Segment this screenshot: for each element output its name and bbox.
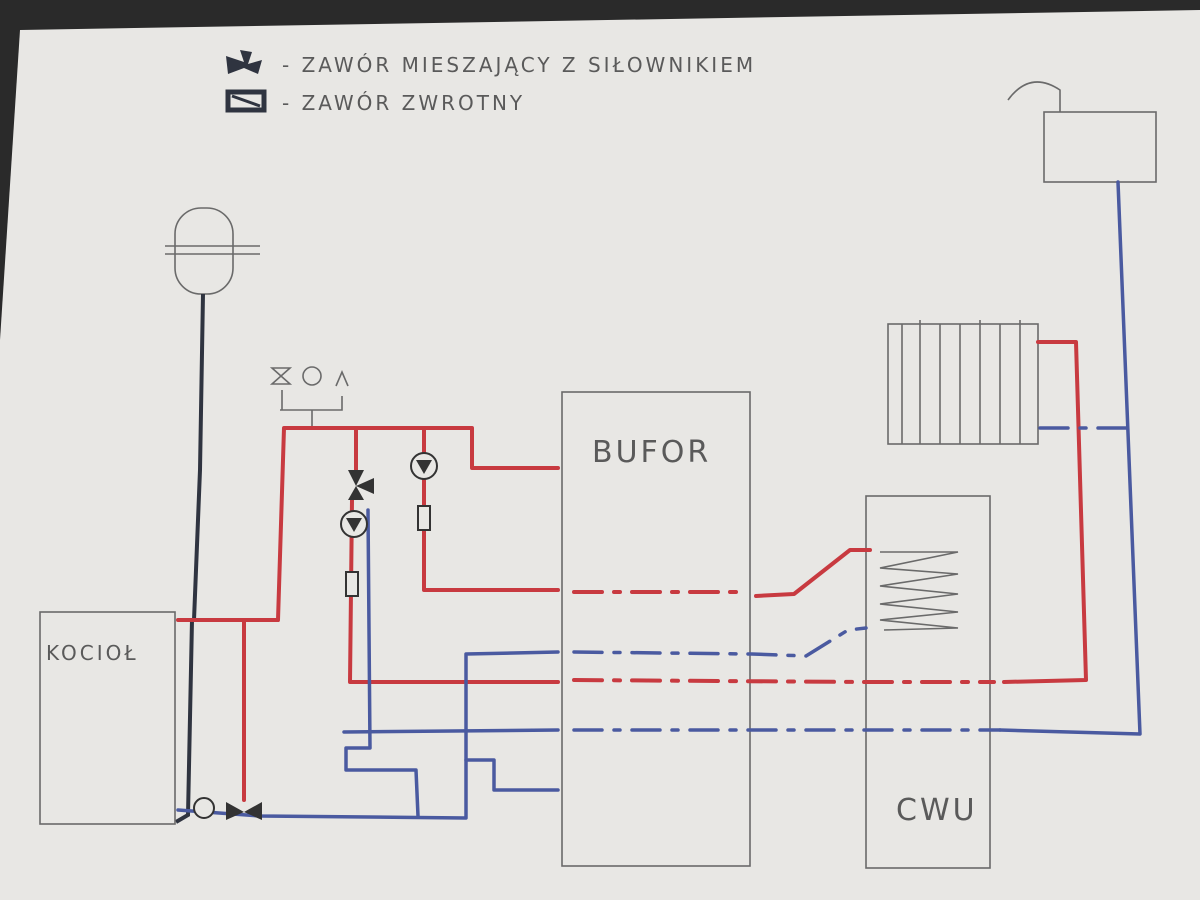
- safety-group: [269, 366, 349, 430]
- dhw-coil: [879, 551, 959, 631]
- pressure-gauge-icon: [302, 366, 322, 386]
- mixing-valve-legend-icon: [226, 50, 262, 74]
- paper-sheet: [0, 10, 1200, 900]
- boiler-mixing-valve-icon: [226, 802, 262, 820]
- legend-mixing-valve-label: - ZAWÓR MIESZAJĄCY Z SIŁOWNIKIEM: [282, 53, 756, 77]
- mixing-valve-icon: [348, 470, 374, 500]
- buffer-label: BUFOR: [592, 435, 711, 470]
- boiler: [39, 611, 176, 825]
- legend: - ZAWÓR MIESZAJĄCY Z SIŁOWNIKIEM - ZAWÓR…: [225, 50, 756, 115]
- fittings: [193, 452, 438, 820]
- open-tank: [1007, 81, 1157, 183]
- radiator: [887, 320, 1039, 445]
- check-valve-legend-icon: [225, 89, 267, 113]
- buffer-tank: [561, 391, 751, 867]
- air-vent-icon: [335, 369, 349, 387]
- expansion-tank: [165, 207, 260, 824]
- boiler-pump-icon: [193, 797, 215, 819]
- safety-valve-icon: [269, 367, 293, 385]
- supply-pipes: [176, 340, 1088, 802]
- dhw-label: CWU: [896, 793, 978, 828]
- boiler-label: KOCIOŁ: [46, 641, 139, 665]
- check-valve-icon: [345, 571, 359, 597]
- legend-check-valve-label: - ZAWÓR ZWROTNY: [282, 91, 525, 115]
- buffer-check-valve-icon: [417, 505, 431, 531]
